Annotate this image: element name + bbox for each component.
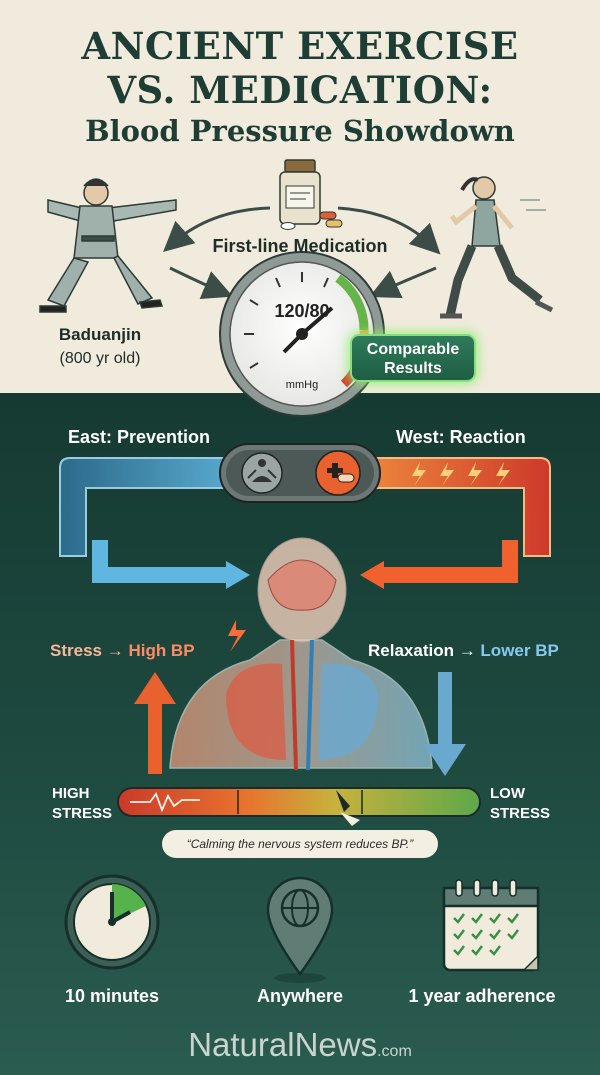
stress-spark-icon bbox=[228, 620, 246, 652]
meditation-icon bbox=[241, 452, 283, 494]
location-globe-icon bbox=[266, 876, 334, 983]
title-subtitle: Blood Pressure Showdown bbox=[85, 114, 515, 148]
medication-label: First-line Medication bbox=[212, 236, 388, 256]
clock-icon bbox=[64, 874, 160, 970]
comparable-results-badge: Comparable Results bbox=[350, 334, 476, 382]
relaxation-lower-bp-label: Relaxation → Lower BP bbox=[368, 641, 559, 661]
pill-bottle-icon bbox=[279, 159, 343, 230]
low-stress-label: LOW STRESS bbox=[490, 785, 551, 822]
west-band bbox=[360, 457, 551, 589]
quote-callout: “Calming the nervous system reduces BP.” bbox=[162, 830, 438, 858]
curved-arrows bbox=[163, 206, 441, 300]
title-line-1: ANCIENT EXERCISE bbox=[81, 24, 519, 68]
baduanjin-figure bbox=[39, 178, 177, 313]
baduanjin-label: Baduanjin bbox=[58, 325, 142, 344]
east-band bbox=[59, 457, 250, 589]
west-reaction-label: West: Reaction bbox=[396, 427, 526, 447]
feature-10-minutes: 10 minutes bbox=[64, 986, 160, 1006]
feature-1-year-adherence: 1 year adherence bbox=[408, 986, 556, 1006]
baduanjin-age-label: (800 yr old) bbox=[59, 350, 141, 367]
brand-domain: .com bbox=[377, 1043, 412, 1060]
brand-logo: NaturalNews.com bbox=[0, 1026, 600, 1064]
up-arrow bbox=[134, 672, 176, 774]
gauge-unit: mmHg bbox=[285, 379, 319, 391]
lightning-icon bbox=[412, 462, 510, 486]
east-west-toggle bbox=[219, 443, 381, 503]
title-line-2: VS. MEDICATION: bbox=[107, 68, 493, 112]
blood-pressure-gauge bbox=[219, 251, 385, 417]
feature-anywhere: Anywhere bbox=[256, 986, 344, 1006]
relax-prefix: Relaxation → bbox=[368, 641, 481, 660]
stress-high-bp-label: Stress → High BP bbox=[50, 641, 195, 661]
high-stress-label: HIGH STRESS bbox=[52, 785, 113, 822]
badge-line-2: Results bbox=[384, 360, 442, 377]
stress-prefix: Stress → bbox=[50, 641, 129, 660]
down-arrow bbox=[424, 672, 466, 776]
relax-effect: Lower BP bbox=[480, 641, 559, 660]
east-prevention-label: East: Prevention bbox=[68, 427, 211, 447]
brand-name: NaturalNews bbox=[188, 1026, 378, 1063]
medical-cross-pill-icon bbox=[315, 450, 361, 496]
runner-figure bbox=[440, 176, 554, 319]
gauge-reading: 120/80 bbox=[274, 301, 330, 321]
stress-effect: High BP bbox=[128, 641, 195, 660]
calendar-icon bbox=[442, 879, 540, 972]
stress-meter bbox=[117, 787, 481, 826]
badge-line-1: Comparable bbox=[366, 341, 460, 358]
anatomy-figure bbox=[169, 537, 433, 771]
